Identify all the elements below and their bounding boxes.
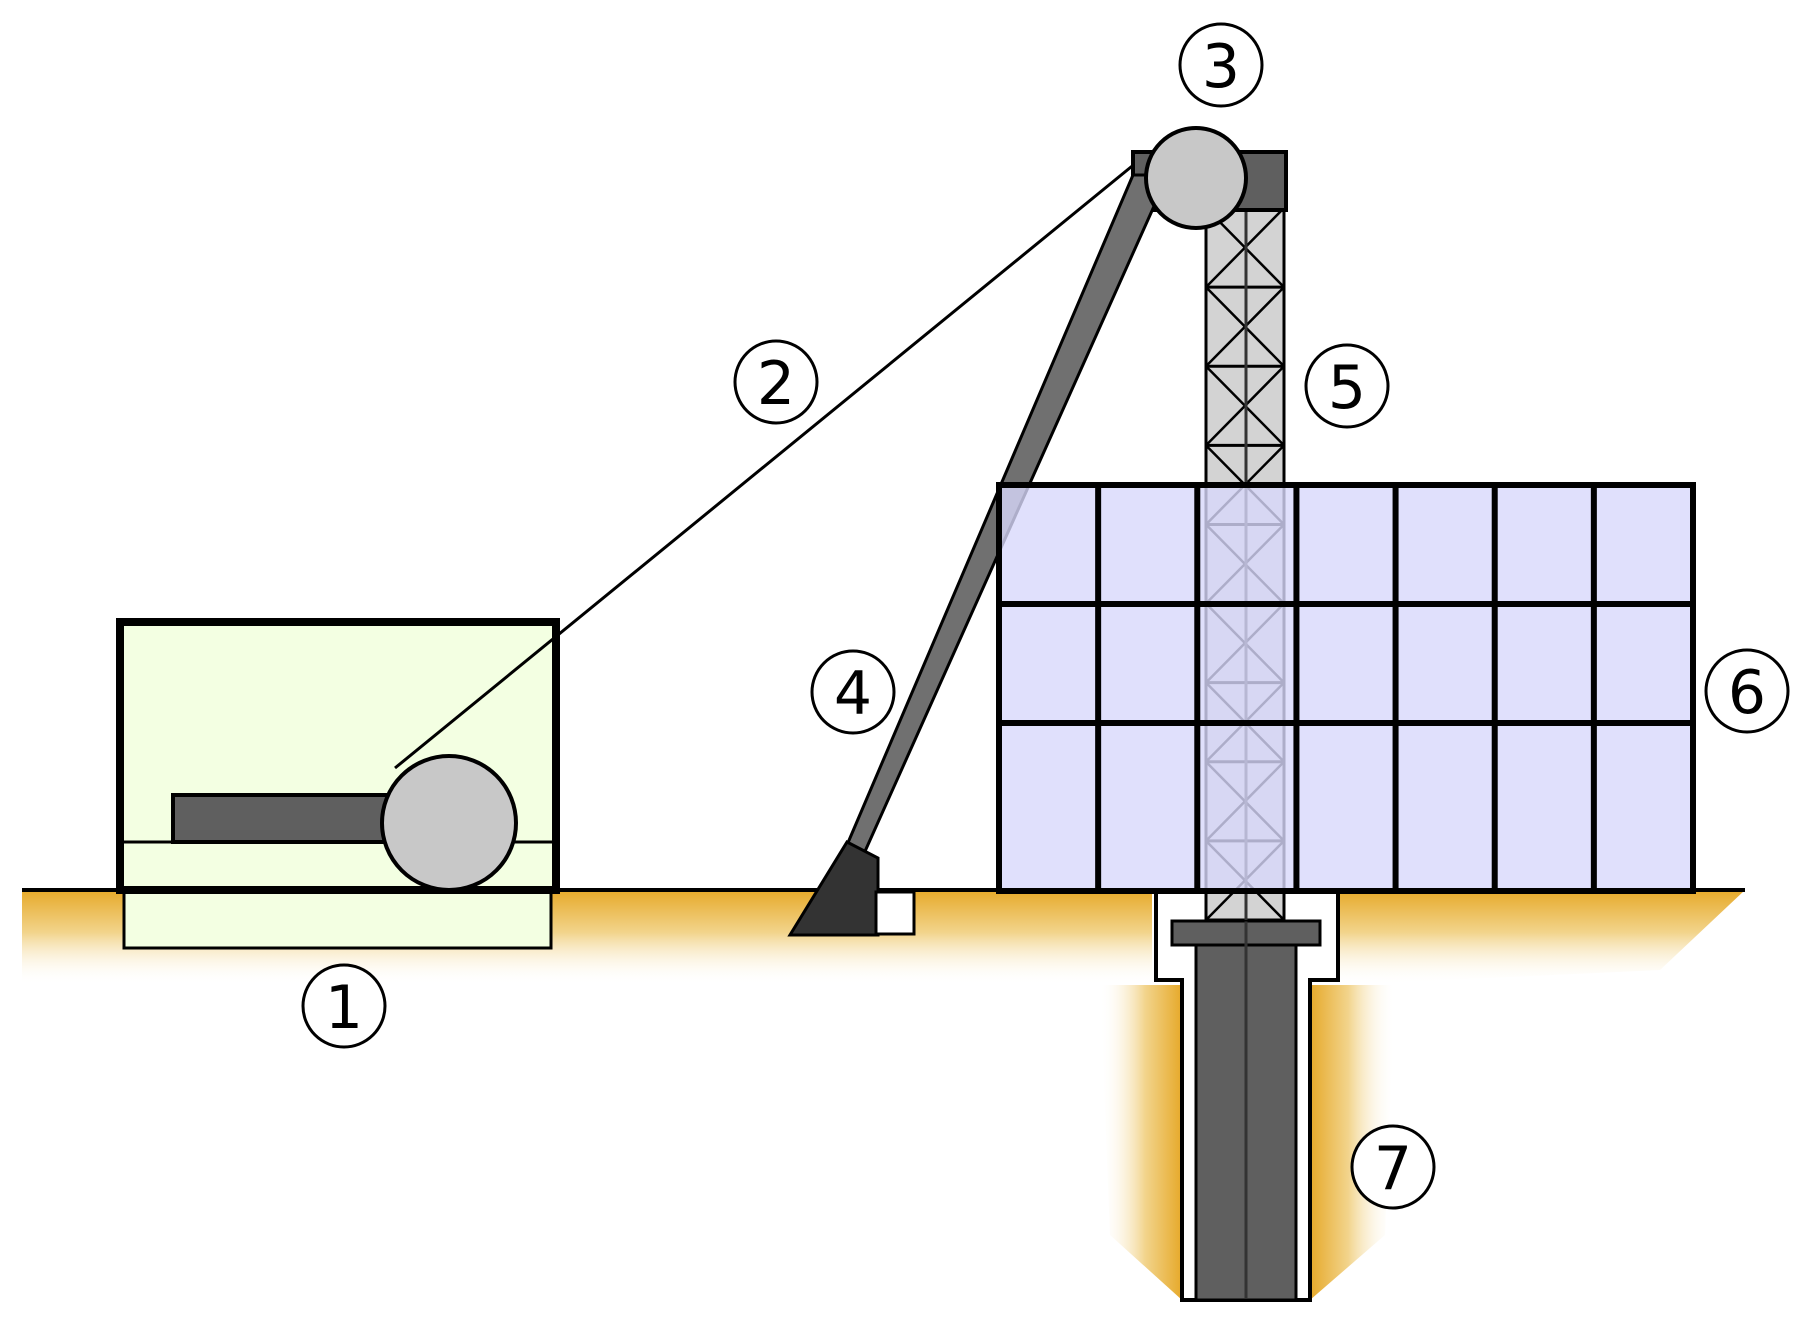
winding-rope <box>394 156 1143 770</box>
callout-6: 6 <box>1704 648 1790 734</box>
callout-5-label: 5 <box>1328 353 1366 423</box>
surface-building-body <box>996 482 1696 894</box>
backleg-foot-pad <box>874 890 916 936</box>
callout-4: 4 <box>810 649 896 735</box>
callout-1: 1 <box>301 963 387 1049</box>
callout-2-label: 2 <box>757 349 795 419</box>
callout-4-ring <box>810 649 896 735</box>
callout-2-ring <box>733 339 819 425</box>
winding-drum <box>380 754 518 892</box>
callout-7: 7 <box>1350 1124 1436 1210</box>
surface-building-grid <box>999 485 1693 891</box>
hoist-house <box>116 618 560 950</box>
callout-3: 3 <box>1178 22 1264 108</box>
callout-7-ring <box>1350 1124 1436 1210</box>
callout-4-label: 4 <box>834 659 872 729</box>
callout-1-label: 1 <box>325 973 363 1043</box>
callout-5: 5 <box>1304 343 1390 429</box>
ground <box>22 888 1745 1300</box>
callout-3-ring <box>1178 22 1264 108</box>
winding-drum-shaft <box>171 793 400 844</box>
surface-building <box>996 482 1696 894</box>
ground-surface-right <box>1338 890 1745 985</box>
callout-1-ring <box>301 963 387 1049</box>
callout-6-label: 6 <box>1728 658 1766 728</box>
head-sheave <box>1144 126 1248 230</box>
shaft <box>1154 888 1340 1302</box>
callout-2: 2 <box>733 339 819 425</box>
callout-6-ring <box>1704 648 1790 734</box>
shaft-wall-left <box>1100 985 1182 1300</box>
callout-7-label: 7 <box>1374 1134 1412 1204</box>
callout-5-ring <box>1304 343 1390 429</box>
callout-3-label: 3 <box>1202 32 1240 102</box>
shaft-wall-right <box>1310 985 1395 1300</box>
